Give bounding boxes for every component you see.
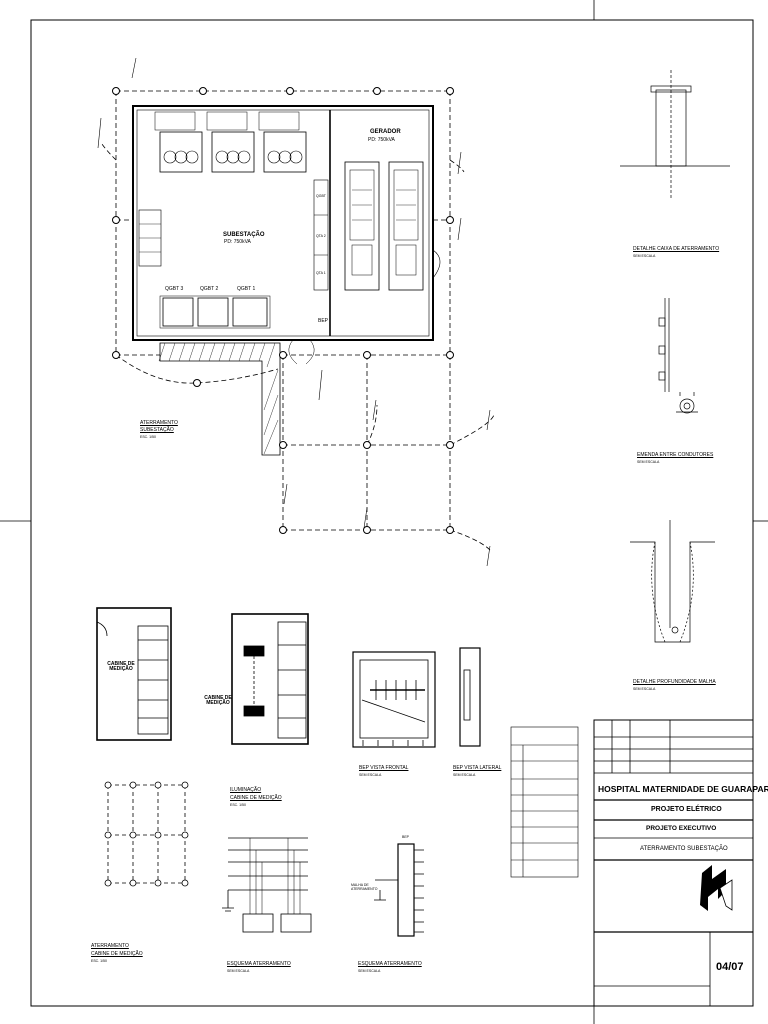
schema2-scale: SEM ESCALA bbox=[358, 969, 381, 973]
schema1-scale: SEM ESCALA bbox=[227, 969, 250, 973]
lighting-subtitle: CABINE DE MEDIÇÃO bbox=[230, 795, 282, 801]
panel-qgbt-1: QGBT 1 bbox=[237, 286, 256, 292]
detail-box-title: DETALHE CAIXA DE ATERRAMENTO bbox=[633, 246, 720, 252]
phase-title: PROJETO EXECUTIVO bbox=[646, 825, 717, 832]
cabinet-label-2: CABINE DE MEDIÇÃO bbox=[204, 695, 232, 706]
side-view-title: BEP VISTA LATERAL bbox=[453, 765, 502, 771]
cab-grounding-subtitle: CABINE DE MEDIÇÃO bbox=[91, 951, 143, 957]
detail-box-scale: SEM ESCALA bbox=[633, 254, 656, 258]
substation-label: SUBESTAÇÃO bbox=[223, 232, 265, 238]
substation-power: PD: 750kVA bbox=[224, 239, 251, 245]
cab-grounding-title: ATERRAMENTO bbox=[91, 943, 129, 949]
lighting-scale: ESC. 1/50 bbox=[230, 803, 246, 807]
title-block bbox=[593, 719, 754, 1007]
detail-depth-title: DETALHE PROFUNDIDADE MALHA bbox=[633, 679, 716, 685]
lighting-title: ILUMINAÇÃO bbox=[230, 787, 262, 793]
sheet-number: 04/07 bbox=[716, 961, 744, 973]
cabinet-label-1: CABINE DE MEDIÇÃO bbox=[107, 661, 135, 672]
bep-label: BEP bbox=[318, 318, 329, 324]
schema2-bep: BEP bbox=[402, 835, 410, 839]
project-title: HOSPITAL MATERNIDADE DE GUARAPARI bbox=[598, 784, 768, 794]
grounding-scale: ESC. 1/50 bbox=[140, 435, 156, 439]
schema2-mesh-label: MALHA DE ATERRAMENTO bbox=[351, 883, 378, 891]
side-view-scale: SEM ESCALA bbox=[453, 773, 476, 777]
qta-label-1: QTA 2 bbox=[316, 234, 326, 238]
detail-splice-scale: SEM ESCALA bbox=[637, 460, 660, 464]
front-view-title: BEP VISTA FRONTAL bbox=[359, 765, 409, 771]
substation-plan bbox=[132, 105, 441, 456]
grounding-subtitle: SUBESTAÇÃO bbox=[140, 427, 174, 433]
schema2-title: ESQUEMA ATERRAMENTO bbox=[358, 961, 422, 967]
generator-power: PD: 750kVA bbox=[368, 137, 395, 143]
discipline-title: PROJETO ELÉTRICO bbox=[651, 806, 722, 813]
generator-label: GERADOR bbox=[370, 129, 401, 135]
detail-drawings bbox=[620, 70, 730, 643]
grounding-title: ATERRAMENTO bbox=[140, 420, 178, 426]
detail-depth-scale: SEM ESCALA bbox=[633, 687, 656, 691]
grounding-rods bbox=[112, 87, 454, 534]
detail-splice-title: EMENDA ENTRE CONDUTORES bbox=[637, 452, 714, 458]
panel-qgbt-2: QGBT 2 bbox=[200, 286, 219, 292]
legend-table bbox=[510, 726, 579, 878]
panel-qgbt-3: QGBT 3 bbox=[165, 286, 184, 292]
drawing-title: ATERRAMENTO SUBESTAÇÃO bbox=[640, 846, 728, 852]
schema1-title: ESQUEMA ATERRAMENTO bbox=[227, 961, 291, 967]
qta-label-0: QGBT bbox=[316, 194, 326, 198]
front-view-scale: SEM ESCALA bbox=[359, 773, 382, 777]
grounding-mesh bbox=[101, 90, 495, 551]
qta-label-2: QTA 1 bbox=[316, 271, 326, 275]
cab-grounding-scale: ESC. 1/50 bbox=[91, 959, 107, 963]
lower-views bbox=[96, 607, 481, 937]
